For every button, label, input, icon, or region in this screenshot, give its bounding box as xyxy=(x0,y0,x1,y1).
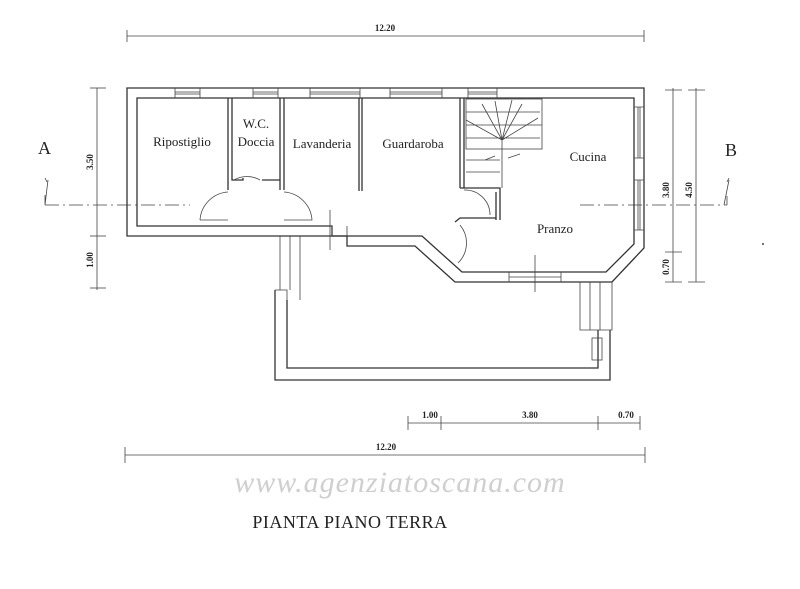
dim-right-outer: 4.50 xyxy=(684,182,694,198)
section-label-b: B xyxy=(725,140,737,160)
dimension-right: 3.80 0.70 4.50 xyxy=(661,88,705,283)
dim-top-total: 12.20 xyxy=(375,23,396,33)
dim-bottom-seg2: 3.80 xyxy=(522,410,538,420)
room-cucina: Cucina xyxy=(570,149,607,164)
room-lavanderia: Lavanderia xyxy=(293,136,352,151)
dim-right-inner-upper: 3.80 xyxy=(661,182,671,198)
staircase xyxy=(465,98,543,188)
dim-bottom-seg3: 0.70 xyxy=(618,410,634,420)
dim-left-lower: 1.00 xyxy=(85,252,95,268)
dim-bottom-total: 12.20 xyxy=(376,442,397,452)
dim-bottom-seg1: 1.00 xyxy=(422,410,438,420)
exterior-walls xyxy=(126,87,645,283)
section-line: A B xyxy=(38,138,764,245)
watermark: www.agenziatoscana.com xyxy=(234,466,565,499)
dim-right-inner-lower: 0.70 xyxy=(661,259,671,275)
room-wc-line1: W.C. xyxy=(243,116,269,131)
dimension-top: 12.20 xyxy=(126,23,645,42)
room-pranzo: Pranzo xyxy=(537,221,573,236)
room-guardaroba: Guardaroba xyxy=(382,136,444,151)
room-wc-line2: Doccia xyxy=(238,134,275,149)
patio xyxy=(274,236,613,381)
section-label-a: A xyxy=(38,138,51,158)
dimension-left: 3.50 1.00 xyxy=(85,87,106,290)
doors xyxy=(199,176,536,292)
dot-mark xyxy=(762,243,764,245)
interior-walls xyxy=(227,98,501,223)
room-ripostiglio: Ripostiglio xyxy=(153,134,211,149)
dimension-bottom: 1.00 3.80 0.70 12.20 xyxy=(124,410,646,463)
dim-left-upper: 3.50 xyxy=(85,154,95,170)
plan-title: PIANTA PIANO TERRA xyxy=(252,512,447,532)
